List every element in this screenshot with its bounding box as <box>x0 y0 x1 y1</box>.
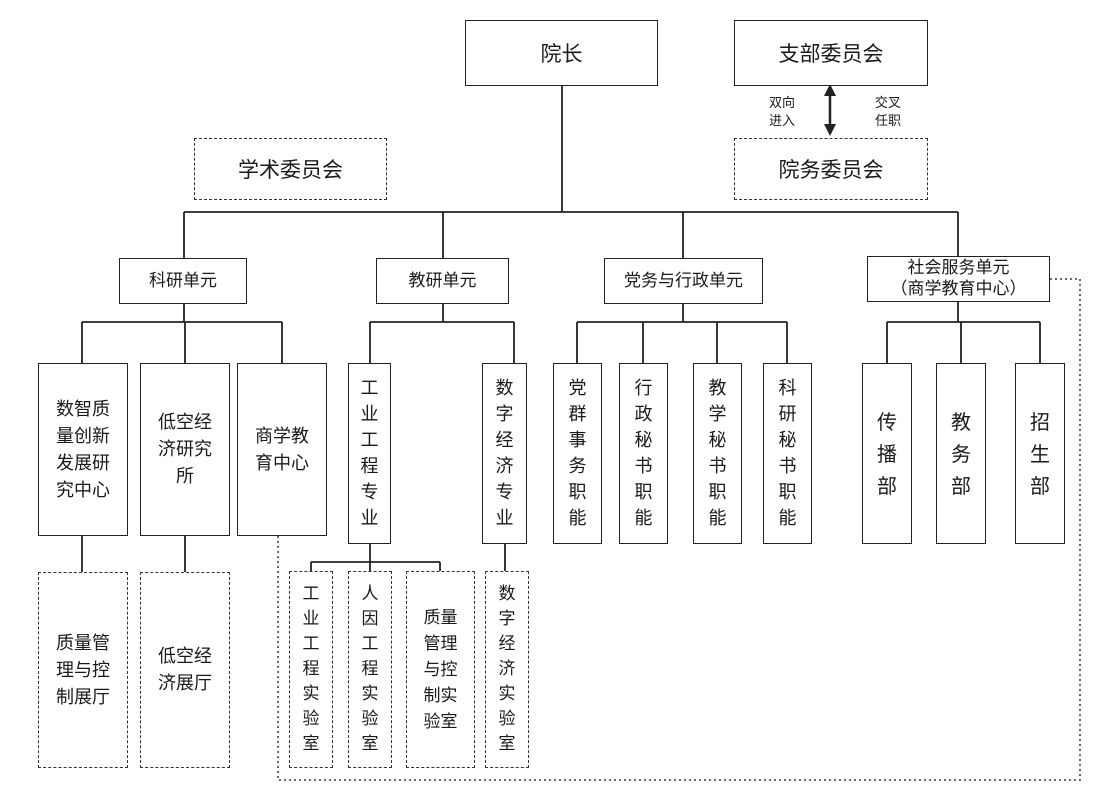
dean-box: 院长 <box>465 20 658 86</box>
quality-hall-box: 质量管 理与控 制展厅 <box>38 572 128 768</box>
academic-committee-box: 学术委员会 <box>194 138 387 200</box>
affairs-committee-box: 院务委员会 <box>734 138 928 200</box>
social-service-unit-box: 社会服务单元 （商学教育中心） <box>867 256 1050 302</box>
bidirectional-arrow <box>824 84 836 136</box>
industrial-eng-lab-box: 工 业 工 程 实 验 室 <box>289 571 333 768</box>
party-affairs-function-box: 党 群 事 务 职 能 <box>553 363 602 544</box>
digital-quality-center-box: 数智质 量创新 发展研 究中心 <box>38 363 128 536</box>
teaching-unit-box: 教研单元 <box>376 258 509 304</box>
branch-committee-box: 支部委员会 <box>734 20 928 86</box>
two-way-entry-note: 双向 进入 <box>768 96 795 129</box>
academic-affairs-dept-box: 教 务 部 <box>936 363 986 544</box>
admin-secretary-function-box: 行 政 秘 书 职 能 <box>619 363 668 544</box>
communication-dept-box: 传 播 部 <box>862 363 912 544</box>
research-secretary-function-box: 科 研 秘 书 职 能 <box>763 363 812 544</box>
cross-appointment-note: 交叉 任职 <box>874 96 901 129</box>
quality-lab-box: 质量 管理 与控 制实 验室 <box>406 571 475 768</box>
industrial-eng-major-box: 工 业 工 程 专 业 <box>348 363 391 544</box>
digital-econ-major-box: 数 字 经 济 专 业 <box>482 363 527 544</box>
dotted-link <box>277 278 1081 781</box>
low-altitude-hall-box: 低空经 济展厅 <box>140 572 230 768</box>
research-unit-box: 科研单元 <box>119 258 247 304</box>
low-altitude-institute-box: 低空经 济研究 所 <box>140 363 230 536</box>
human-factors-lab-box: 人 因 工 程 实 验 室 <box>348 571 392 768</box>
party-admin-unit-box: 党务与行政单元 <box>604 258 763 304</box>
admissions-dept-box: 招 生 部 <box>1015 363 1065 544</box>
teaching-secretary-function-box: 教 学 秘 书 职 能 <box>693 363 742 544</box>
business-edu-center-box: 商学教 育中心 <box>237 363 327 536</box>
digital-econ-lab-box: 数 字 经 济 实 验 室 <box>485 571 529 768</box>
